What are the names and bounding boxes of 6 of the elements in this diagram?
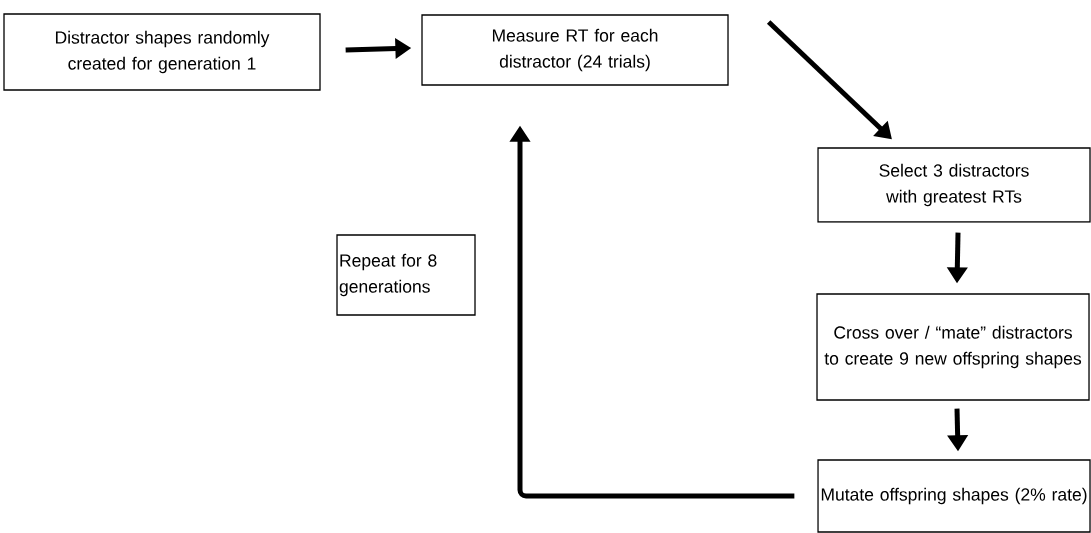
- process-box: Mutate offspring shapes (2% rate): [817, 459, 1091, 533]
- process-box: Repeat for 8 generations: [336, 234, 476, 316]
- process-box: Measure RT for each distractor (24 trials): [421, 14, 729, 86]
- process-box: Cross over / “mate” distractors to create 9 new offspring shapes: [816, 293, 1090, 401]
- process-box: Select 3 distractors with greatest RTs: [817, 147, 1091, 223]
- process-box: Distractor shapes randomly created for generation 1: [3, 13, 321, 91]
